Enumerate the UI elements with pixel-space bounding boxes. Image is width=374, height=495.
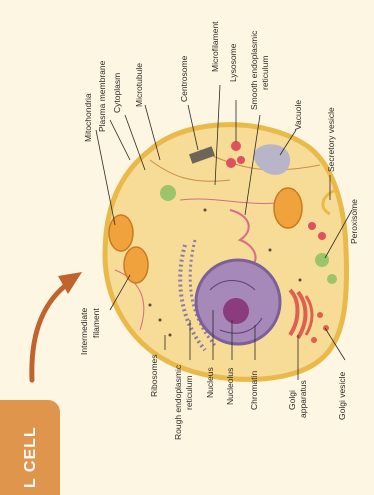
ribosome-dot	[204, 209, 207, 212]
golgi-vesicle-shape	[317, 312, 323, 318]
mitochondria-shape	[124, 247, 148, 283]
label-golgi-1: Golgi	[288, 390, 297, 410]
mitochondria-shape	[109, 215, 133, 251]
label-mitochondria: Mitochondria	[84, 93, 93, 142]
page-title: L CELL	[22, 426, 40, 488]
label-chromatin: Chromatin	[250, 371, 259, 410]
label-plasma-membrane: Plasma membrane	[98, 61, 107, 132]
ribosome-dot	[269, 249, 272, 252]
lysosome-shape	[226, 158, 236, 168]
ribosome-dot	[299, 279, 302, 282]
golgi-vesicle-shape	[311, 337, 317, 343]
label-intermediate-filament-1: Intermediate	[80, 308, 89, 355]
label-rough-er-2: reticulum	[185, 376, 194, 410]
label-ribosomes: Ribosomes	[150, 354, 159, 397]
label-rough-er-1: Rough endoplasmic	[174, 365, 183, 440]
label-golgi-2: apparatus	[299, 380, 308, 418]
nucleolus-shape	[223, 298, 249, 324]
label-intermediate-filament-2: filament	[92, 308, 101, 338]
peroxisome-shape	[160, 185, 176, 201]
label-secretory-vesicle: Secretory vesicle	[327, 107, 336, 172]
mitochondria-shape	[274, 188, 302, 228]
label-cytoplasm: Cytoplasm	[113, 73, 122, 113]
peroxisome-shape	[327, 274, 337, 284]
smooth-er-vesicle	[318, 232, 326, 240]
label-nucleus: Nucleus	[206, 367, 215, 398]
pointer-arrow	[32, 282, 70, 380]
lysosome-shape	[237, 156, 245, 164]
label-peroxisome: Peroxisome	[350, 199, 359, 244]
ribosome-dot	[169, 334, 172, 337]
label-golgi-vesicle: Golgi vesicle	[338, 372, 347, 420]
label-microfilament: Microfilament	[211, 21, 220, 72]
label-smooth-er-1: Smooth endoplasmic	[250, 31, 259, 110]
label-microtubule: Microtubule	[135, 63, 144, 107]
ribosome-dot	[149, 304, 152, 307]
lysosome-shape	[231, 141, 241, 151]
label-centrosome: Centrosome	[180, 56, 189, 102]
label-smooth-er-2: reticulum	[261, 56, 270, 90]
smooth-er-vesicle	[308, 222, 316, 230]
label-vacuole: Vacuole	[294, 100, 303, 130]
label-nucleolus: Nucleolus	[226, 368, 235, 405]
label-lysosome: Lysosome	[229, 44, 238, 82]
ribosome-dot	[159, 319, 162, 322]
